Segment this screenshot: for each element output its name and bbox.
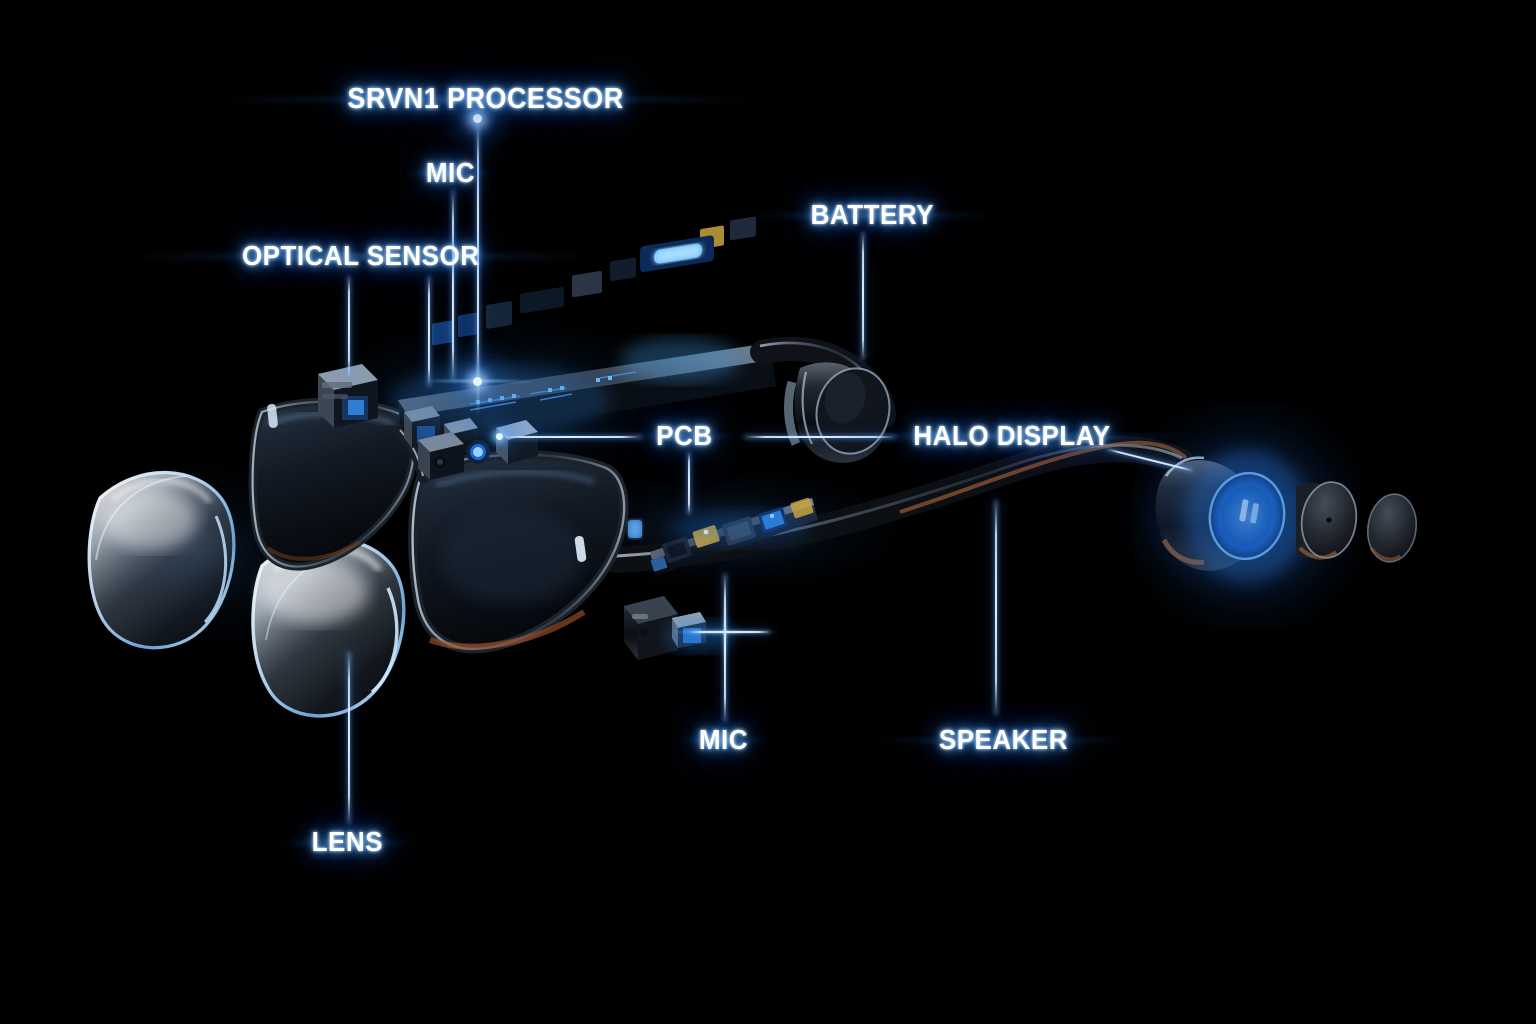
- mic-module-lower: [624, 596, 734, 660]
- leader-line-battery: [862, 232, 864, 360]
- leader-line-mic-bottom-h: [690, 631, 770, 633]
- glasses-frame: [248, 397, 1195, 654]
- halo-display-ring: [1152, 421, 1342, 611]
- halo-speaker-assembly: [1152, 421, 1418, 611]
- lens-right: [251, 537, 406, 718]
- leader-node-srvn1-bottom: [473, 377, 482, 386]
- leader-node-pcb-left: [496, 433, 503, 440]
- leader-line-lens: [348, 652, 350, 824]
- leader-line-srvn1-processor: [477, 120, 479, 382]
- leader-line-pcb-vertical: [688, 452, 690, 514]
- temple-pcb-strip: [650, 497, 818, 576]
- leader-node-srvn1-top: [473, 114, 482, 123]
- leader-line-mic-bottom: [724, 574, 726, 722]
- leader-line-mic-top: [452, 190, 454, 380]
- leader-line-halo-left: [744, 436, 896, 438]
- leader-line-optical-sensor-b: [428, 276, 430, 386]
- lens-left: [87, 470, 236, 650]
- battery-cell: [784, 362, 891, 463]
- leader-line-pcb-horizontal: [500, 436, 642, 438]
- speaker-disc-2: [1366, 493, 1418, 563]
- speaker-disc-1: [1296, 481, 1358, 560]
- optical-sensor-cube: [318, 364, 378, 428]
- leader-line-optical-sensor: [348, 276, 350, 376]
- leader-line-speaker: [995, 500, 997, 715]
